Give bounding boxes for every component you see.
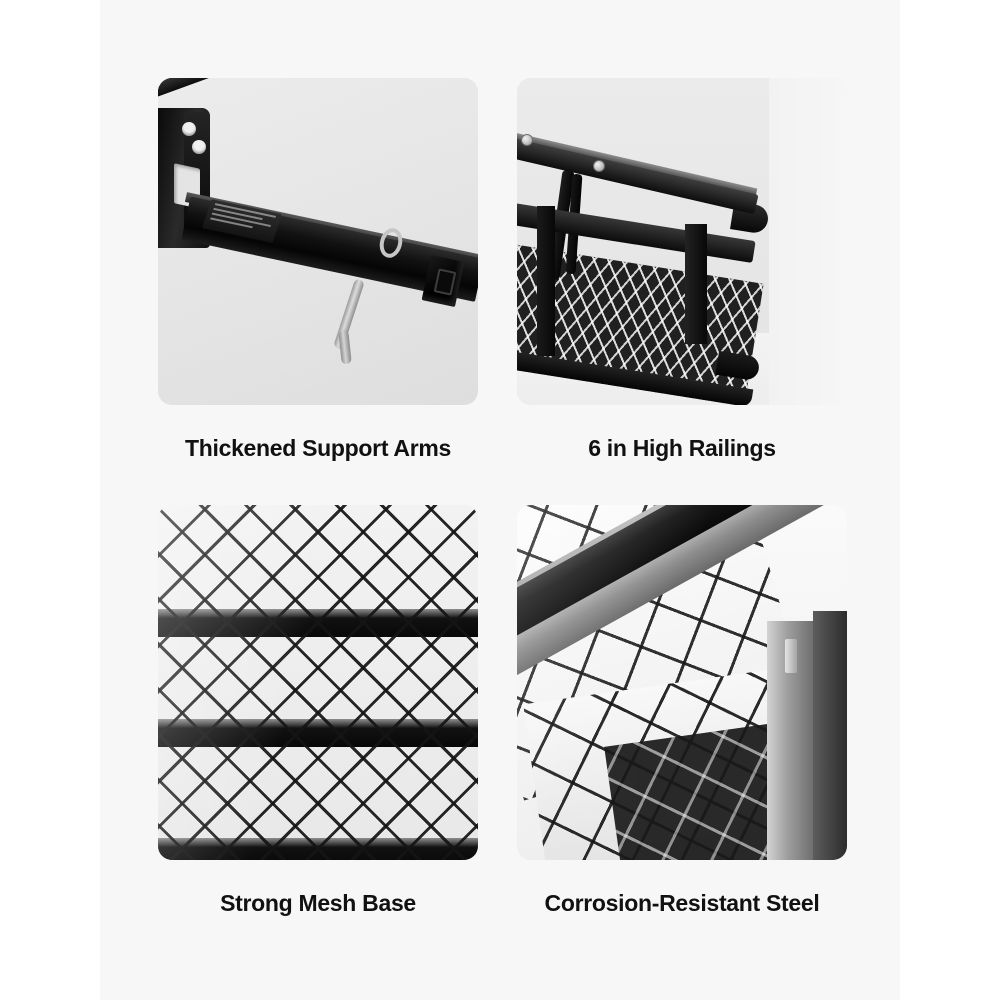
feature-card-thickened-support-arms[interactable]: Thickened Support Arms: [158, 78, 478, 461]
feature-image-high-railings: [517, 78, 847, 405]
feature-caption-corrosion-resistant-steel: Corrosion-Resistant Steel: [544, 890, 820, 916]
feature-image-thickened-support-arms: [158, 78, 478, 405]
feature-caption-strong-mesh-base: Strong Mesh Base: [220, 890, 416, 916]
railing-post-shape: [685, 224, 707, 344]
feature-card-strong-mesh-base[interactable]: Strong Mesh Base: [158, 505, 478, 916]
feature-image-strong-mesh-base: [158, 505, 478, 860]
frame-clip-shape: [785, 639, 797, 673]
bracket-hole-shape: [192, 140, 206, 154]
bracket-hole-shape: [182, 122, 196, 136]
feature-image-corrosion-resistant-steel: [517, 505, 847, 860]
railing-bolt-shape: [521, 134, 533, 146]
feature-caption-thickened-support-arms: Thickened Support Arms: [184, 435, 452, 461]
feature-card-high-railings[interactable]: 6 in High Railings: [517, 78, 847, 461]
diamond-mesh-pattern: [158, 505, 478, 860]
vertical-frame-post-shadow-shape: [813, 611, 847, 860]
railing-post-shape: [537, 206, 555, 356]
feature-caption-high-railings: 6 in High Railings: [588, 435, 776, 461]
railing-bolt-shape: [593, 160, 605, 172]
feature-card-corrosion-resistant-steel[interactable]: Corrosion-Resistant Steel: [517, 505, 847, 916]
feature-grid: Thickened Support Arms: [158, 78, 848, 938]
wall-right-surface-shape: [769, 78, 847, 405]
